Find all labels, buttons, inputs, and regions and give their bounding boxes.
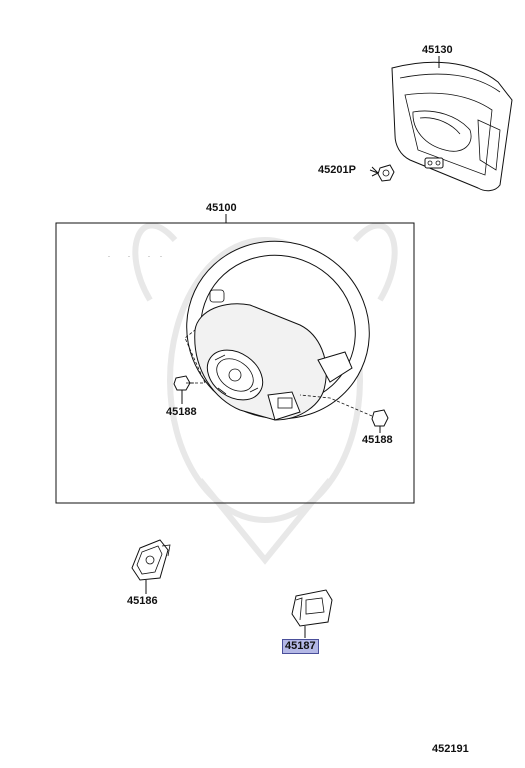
part-label-wheel-assy[interactable]: 45100 [206, 202, 237, 214]
part-label-screw-right[interactable]: 45188 [362, 434, 393, 446]
airbag-assembly-drawing [391, 56, 513, 192]
svg-text:·: · [108, 254, 110, 260]
svg-text:·: · [160, 254, 162, 260]
svg-text:·: · [148, 254, 150, 260]
part-label-cover-left[interactable]: 45186 [127, 595, 158, 607]
cover-right-drawing [291, 589, 333, 638]
steering-wheel-drawing [186, 240, 370, 421]
cover-left-drawing [131, 539, 171, 594]
diagram-id: 452191 [432, 743, 469, 755]
screw-left-drawing [173, 329, 206, 404]
watermark-emblem [132, 222, 398, 565]
part-label-airbag[interactable]: 45130 [422, 44, 453, 56]
part-label-cover-right-highlighted[interactable]: 45187 [282, 639, 319, 654]
screw-right-drawing [299, 394, 389, 433]
part-label-screw-left[interactable]: 45188 [166, 406, 197, 418]
steering-wheel-box: · · · · [55, 214, 415, 504]
bolt-drawing [369, 164, 395, 182]
part-label-bolt[interactable]: 45201P [318, 164, 356, 176]
svg-text:·: · [128, 254, 130, 260]
